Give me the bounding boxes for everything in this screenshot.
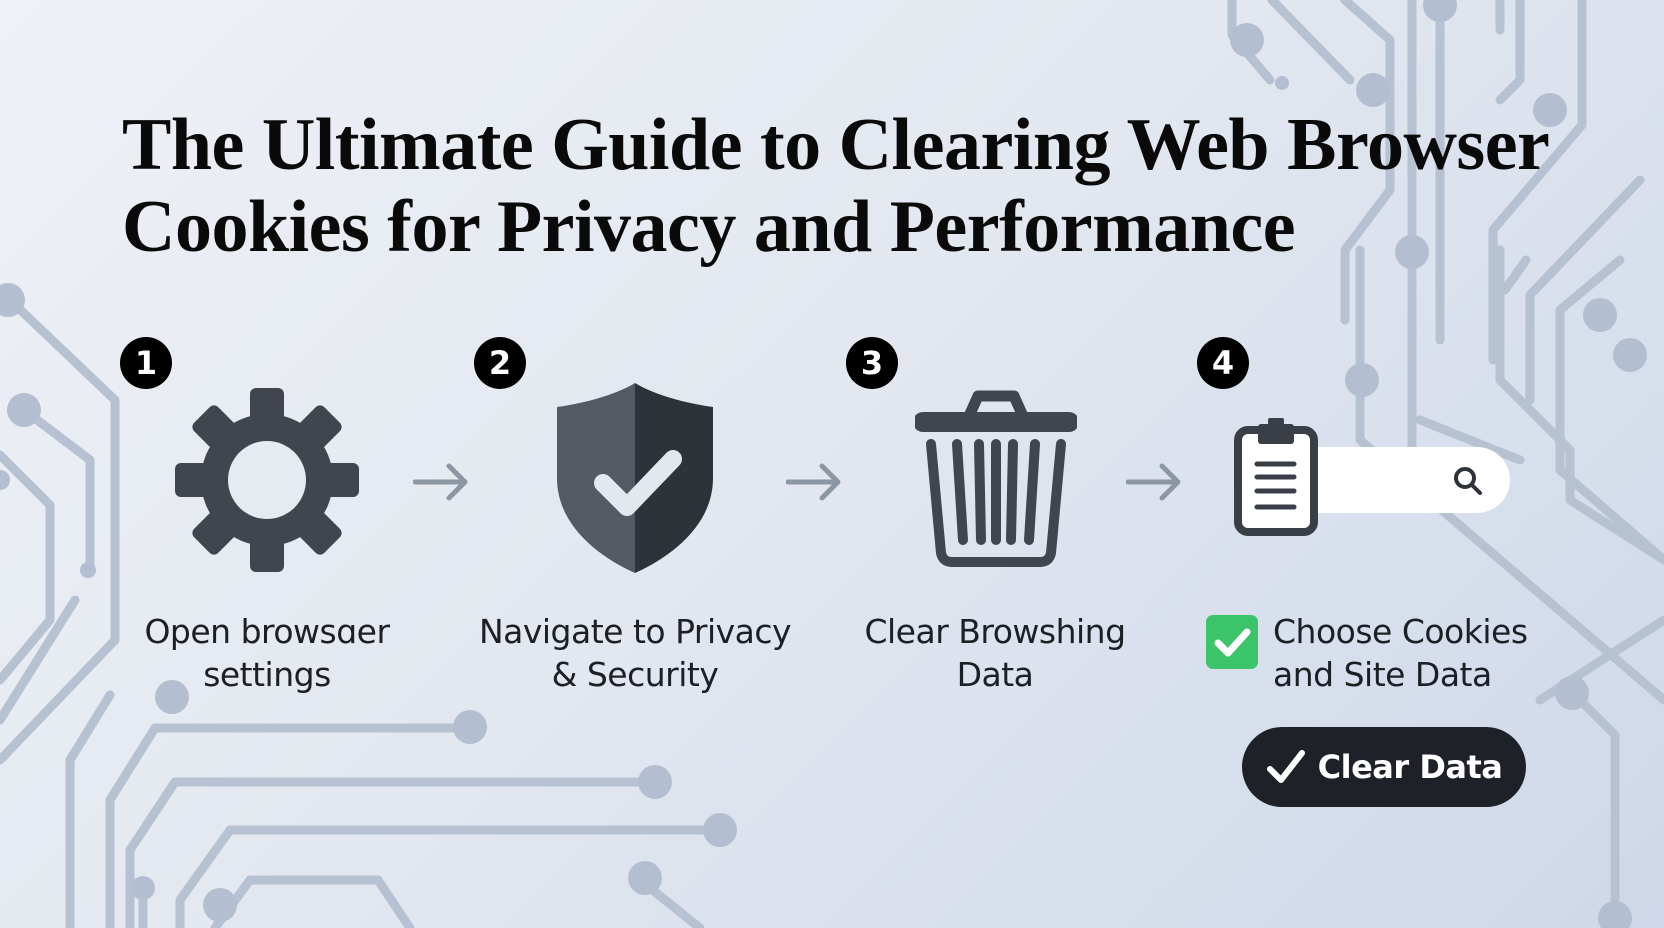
checkmark-icon (1266, 750, 1305, 783)
cookies-site-data-checkbox[interactable] (1206, 615, 1258, 669)
checkmark-icon (1214, 628, 1251, 657)
clear-data-button[interactable]: Clear Data (1242, 727, 1526, 807)
arrow-right-icon (786, 463, 841, 501)
clear-data-label: Clear Data (1317, 748, 1503, 786)
step-1-label: Open browsɑer settings (144, 612, 390, 694)
search-input[interactable] (1300, 447, 1510, 513)
step-3-badge: 3 (846, 337, 898, 389)
step-3-label: Clear Browshing Data (864, 612, 1126, 694)
step-1-badge: 1 (120, 337, 172, 389)
clipboard-icon (1234, 418, 1318, 536)
step-2-label: Navigate to Privacy & Security (478, 612, 792, 694)
trash-icon (915, 390, 1077, 567)
search-icon[interactable] (1452, 465, 1484, 497)
step-2-badge: 2 (474, 337, 526, 389)
arrow-right-icon (1126, 463, 1181, 501)
title-line-1: The Ultimate Guide to Clearing Web Brows… (122, 104, 1550, 186)
shield-check-icon (557, 383, 713, 573)
step-4-badge: 4 (1197, 337, 1249, 389)
gear-icon (175, 388, 359, 572)
page-title: The Ultimate Guide to Clearing Web Brows… (122, 104, 1572, 268)
arrow-right-icon (413, 463, 468, 501)
step-4-label: Choose Cookies and Site Data (1273, 612, 1528, 694)
title-line-2: Cookies for Privacy and Performance (122, 186, 1296, 268)
